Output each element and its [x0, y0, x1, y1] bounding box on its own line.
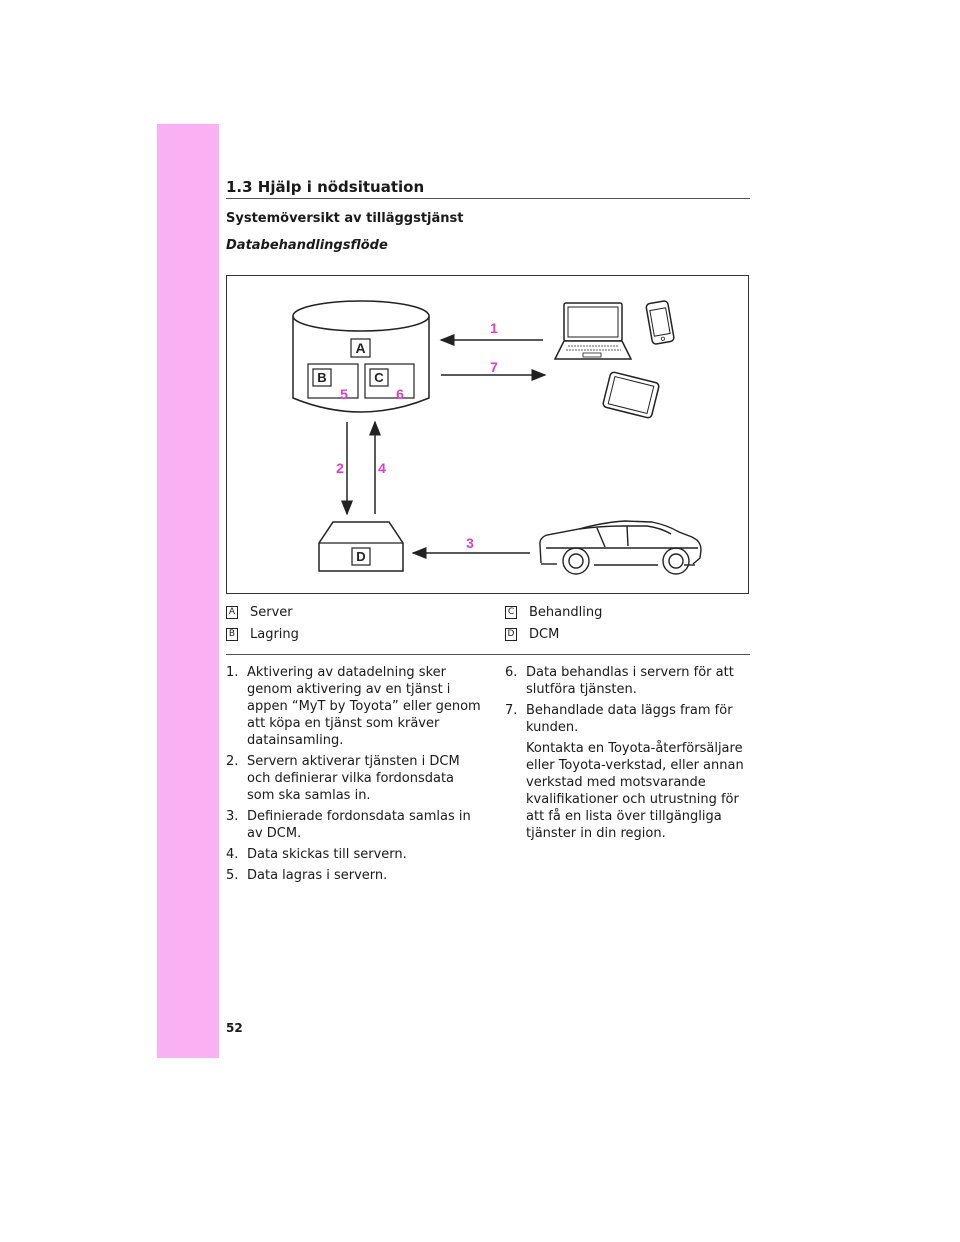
- legend-label: Server: [250, 605, 293, 620]
- processing-box: C: [364, 363, 415, 399]
- dcm-unit: D: [318, 521, 404, 572]
- list-item: 4.Data skickas till servern.: [226, 847, 407, 862]
- legend-key-b: B: [226, 628, 238, 641]
- subtitle: Systemöversikt av tilläggstjänst: [226, 211, 464, 226]
- steps-list-right: 6.Data behandlas i servern för att slutf…: [505, 664, 750, 846]
- step-1-label: 1: [490, 320, 498, 336]
- legend-label: Lagring: [250, 627, 299, 642]
- svg-text:A: A: [355, 340, 365, 356]
- tablet-icon: [602, 371, 660, 419]
- car-icon: [539, 520, 702, 575]
- title-divider: [226, 198, 750, 199]
- step-3-label: 3: [466, 535, 474, 551]
- list-item: 3.Definierade fordonsdata samlas in av D…: [226, 809, 471, 841]
- diagram-svg: A B C 5 6 1 7: [292, 300, 702, 575]
- data-flow-diagram: A B C 5 6 1 7: [226, 275, 749, 594]
- flow-heading: Databehandlingsflöde: [226, 238, 388, 253]
- step-5-label: 5: [340, 386, 348, 402]
- laptop-icon: [553, 302, 633, 360]
- legend-divider: [226, 654, 750, 655]
- smartphone-icon: [645, 300, 675, 345]
- legend-key-d: D: [505, 628, 517, 641]
- legend-item-server: A Server: [226, 605, 293, 620]
- steps-list-left: 1.Aktivering av datadelning sker genom a…: [226, 664, 482, 888]
- step-7-label: 7: [490, 359, 498, 375]
- step-6-label: 6: [396, 386, 404, 402]
- legend-label: DCM: [529, 627, 560, 642]
- storage-box: B: [307, 363, 359, 399]
- list-item: 7.Behandlade data läggs fram för kunden.: [505, 703, 733, 735]
- svg-text:B: B: [317, 370, 326, 385]
- svg-text:D: D: [356, 549, 365, 564]
- box-a: A: [350, 338, 371, 358]
- legend-label: Behandling: [529, 605, 603, 620]
- step-4-label: 4: [378, 460, 386, 476]
- legend-key-a: A: [226, 606, 238, 619]
- side-tab: [157, 124, 219, 1058]
- svg-text:C: C: [374, 370, 384, 385]
- list-item: 1.Aktivering av datadelning sker genom a…: [226, 665, 481, 748]
- legend-item-storage: B Lagring: [226, 627, 299, 642]
- legend-key-c: C: [505, 606, 517, 619]
- list-item: 6.Data behandlas i servern för att slutf…: [505, 665, 734, 697]
- contact-note: Kontakta en Toyota-återförsäljare eller …: [526, 741, 744, 841]
- page-number: 52: [226, 1021, 243, 1035]
- legend-item-processing: C Behandling: [505, 605, 602, 620]
- list-item: 2.Servern aktiverar tjänsten i DCM och d…: [226, 754, 460, 803]
- legend-item-dcm: D DCM: [505, 627, 559, 642]
- list-item: 5.Data lagras i servern.: [226, 868, 388, 883]
- section-title: 1.3 Hjälp i nödsituation: [226, 178, 425, 196]
- step-2-label: 2: [336, 460, 344, 476]
